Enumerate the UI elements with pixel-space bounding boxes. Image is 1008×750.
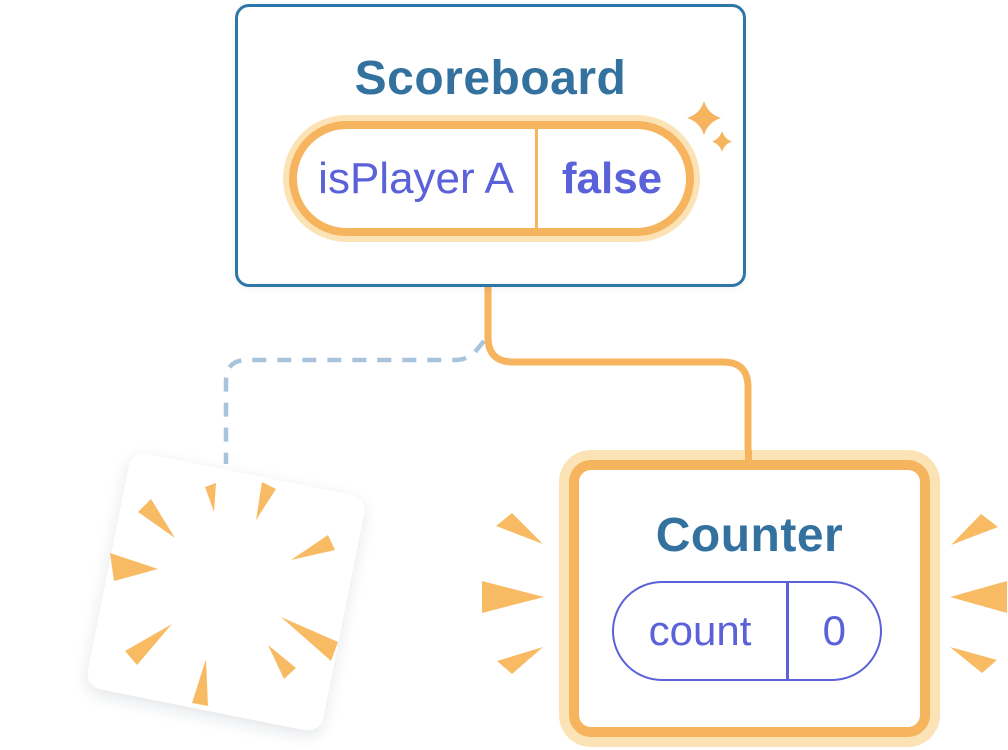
- connector-new-line: [484, 278, 752, 458]
- pill-divider: [786, 583, 789, 679]
- state-value: 0: [822, 607, 846, 654]
- counter-title: Counter: [655, 509, 844, 562]
- state-value: false: [561, 153, 663, 203]
- counter-state-pill: count 0: [612, 581, 882, 681]
- emphasis-wedges-right: [950, 514, 1007, 673]
- scoreboard-title: Scoreboard: [354, 52, 627, 105]
- state-name: isPlayer A: [318, 153, 514, 203]
- connector-old-dashed-line: [223, 339, 486, 464]
- counter-card: Counter count 0: [559, 450, 940, 747]
- counter-card-border: Counter count 0: [569, 460, 930, 737]
- burst-icon: [110, 482, 338, 706]
- scoreboard-card: Scoreboard isPlayer A false: [235, 4, 746, 287]
- scoreboard-state-pill: isPlayer A false: [283, 115, 700, 242]
- emphasis-wedges-left: [482, 513, 544, 674]
- sparkle-icon: [687, 101, 732, 152]
- state-name: count: [648, 607, 752, 654]
- destroyed-card: [87, 453, 365, 731]
- state-pill-border: isPlayer A false: [289, 121, 694, 236]
- pill-divider: [535, 129, 538, 228]
